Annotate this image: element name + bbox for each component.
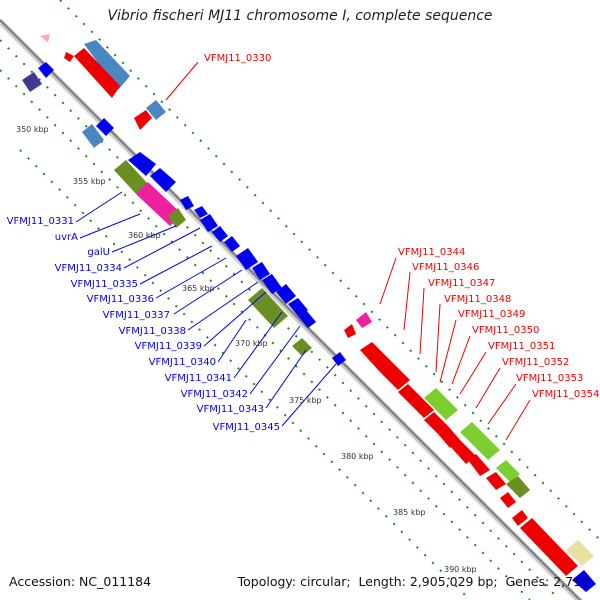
gene-label: VFMJ11_0346	[412, 262, 479, 273]
left-gene-labels: VFMJ11_0331 uvrA galU VFMJ11_0334 VFMJ11…	[7, 216, 280, 433]
gene-feature	[74, 48, 120, 98]
gene-feature	[424, 412, 448, 434]
gene-feature	[356, 312, 372, 328]
gene-label: VFMJ11_0339	[135, 341, 202, 352]
gene-feature	[82, 124, 104, 148]
gene-feature	[40, 34, 50, 42]
gene-feature	[520, 518, 578, 576]
gene-features	[22, 34, 596, 592]
gene-feature	[500, 492, 516, 508]
gene-feature	[496, 460, 520, 482]
length-label: Length:	[358, 574, 406, 589]
gene-label: VFMJ11_0340	[149, 357, 216, 368]
gene-feature	[332, 352, 346, 366]
gene-feature	[38, 62, 54, 78]
tick-label: 350 kbp	[16, 125, 49, 134]
map-title: Vibrio fischeri MJ11 chromosome I, compl…	[107, 8, 493, 24]
gene-label: VFMJ11_0335	[71, 279, 138, 290]
gene-label: VFMJ11_0349	[458, 309, 525, 320]
gene-feature	[168, 208, 186, 228]
gene-label: VFMJ11_0352	[502, 357, 569, 368]
kbp-ticks: 350 kbp 355 kbp 360 kbp 365 kbp 370 kbp …	[16, 125, 477, 574]
gene-label: VFMJ11_0330	[204, 53, 271, 64]
gene-feature	[438, 426, 460, 448]
gene-feature	[506, 476, 530, 498]
topology-value: circular	[300, 574, 347, 589]
gene-feature	[114, 160, 148, 194]
gene-label: VFMJ11_0341	[165, 373, 232, 384]
gene-feature	[460, 422, 500, 460]
gene-feature	[450, 440, 476, 464]
tick-label: 380 kbp	[341, 452, 374, 461]
gene-label: VFMJ11_0345	[213, 422, 280, 433]
gene-feature	[200, 214, 218, 232]
gene-label: VFMJ11_0337	[103, 310, 170, 321]
gene-label: VFMJ11_0348	[444, 294, 511, 305]
gene-feature	[128, 152, 156, 176]
gene-feature	[276, 284, 296, 304]
gene-label: VFMJ11_0344	[398, 247, 465, 258]
gene-label: VFMJ11_0354	[532, 389, 599, 400]
gene-feature	[64, 52, 74, 62]
gene-feature	[288, 298, 308, 316]
gene-feature	[424, 388, 458, 420]
tick-label: 360 kbp	[128, 231, 161, 240]
gene-label: VFMJ11_0338	[119, 326, 186, 337]
gene-feature	[486, 472, 506, 490]
gene-label: VFMJ11_0334	[55, 263, 122, 274]
length-value: 2,905,029 bp	[409, 574, 494, 589]
tick-label: 390 kbp	[444, 565, 477, 574]
gene-feature	[224, 236, 240, 252]
gene-feature	[252, 262, 270, 280]
gene-label: VFMJ11_0347	[428, 278, 495, 289]
gene-feature	[236, 248, 258, 270]
right-gene-labels: VFMJ11_0330 VFMJ11_0344 VFMJ11_0346 VFMJ…	[204, 53, 599, 400]
gene-feature	[468, 454, 490, 476]
label-leaders	[75, 61, 531, 441]
tick-label: 370 kbp	[235, 339, 268, 348]
gene-feature	[298, 310, 316, 328]
gene-feature	[194, 206, 208, 218]
gene-label: VFMJ11_0353	[516, 373, 583, 384]
accession-value: NC_011184	[79, 574, 152, 589]
gene-feature	[22, 72, 42, 92]
gene-feature	[262, 274, 282, 294]
tick-label: 365 kbp	[182, 284, 215, 293]
gene-feature	[292, 338, 312, 356]
gene-feature	[344, 324, 356, 338]
gene-label: galU	[87, 247, 110, 258]
gene-feature	[96, 118, 114, 136]
gene-feature	[566, 540, 594, 566]
gene-feature	[360, 342, 392, 372]
gene-feature	[410, 396, 434, 418]
gene-label: VFMJ11_0343	[197, 404, 264, 415]
gene-feature	[398, 384, 420, 404]
accession-label: Accession:	[9, 574, 76, 589]
tick-label: 385 kbp	[393, 508, 426, 517]
tick-label: 355 kbp	[73, 177, 106, 186]
sequence-stats: Topology: circular; Length: 2,905,029 bp…	[237, 574, 589, 589]
gene-label: uvrA	[55, 232, 78, 243]
gene-label: VFMJ11_0351	[488, 341, 555, 352]
gene-feature	[212, 226, 228, 242]
gene-feature	[180, 196, 194, 210]
gene-feature	[146, 100, 166, 120]
gene-label: VFMJ11_0336	[87, 294, 154, 305]
gene-feature	[512, 510, 528, 526]
tick-label: 375 kbp	[289, 396, 322, 405]
gene-label: VFMJ11_0331	[7, 216, 74, 227]
genes-value: 2,712	[553, 574, 589, 589]
gene-label: VFMJ11_0342	[181, 389, 248, 400]
gene-feature	[84, 40, 130, 90]
gene-label: VFMJ11_0350	[472, 325, 539, 336]
accession-info: Accession: NC_011184	[9, 574, 151, 589]
gene-feature	[572, 570, 596, 592]
gene-feature	[150, 168, 176, 192]
gene-feature	[380, 362, 410, 390]
gene-feature	[134, 110, 152, 130]
genes-label: Genes:	[505, 574, 550, 589]
topology-label: Topology:	[237, 574, 297, 589]
